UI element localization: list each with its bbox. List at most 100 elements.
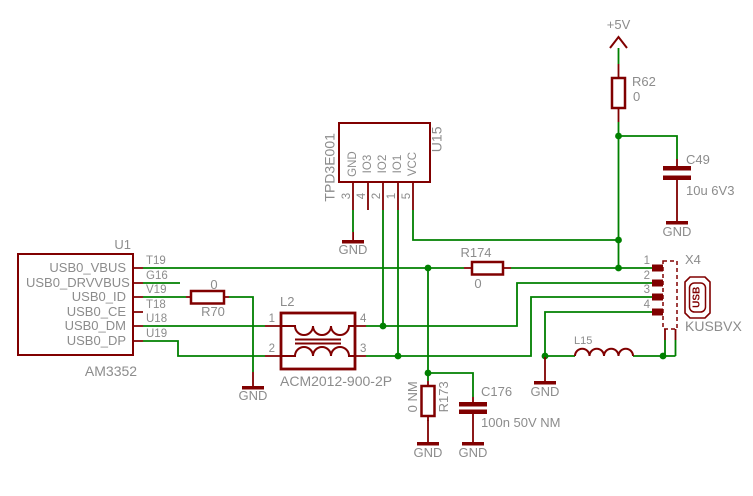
x4-outline bbox=[662, 260, 678, 330]
x4-pad: 3 bbox=[643, 284, 650, 296]
junction-dot bbox=[424, 264, 432, 272]
gnd-lead bbox=[252, 372, 254, 386]
u15-pin-pad: 1 bbox=[385, 192, 398, 200]
u1-pin-pad: U18 bbox=[146, 313, 168, 325]
r62-value: 0 bbox=[633, 89, 641, 104]
u1-pin-name: USB0_DP bbox=[66, 333, 126, 348]
u1-pin-pad: V19 bbox=[146, 284, 167, 296]
plus5v-label: +5V bbox=[606, 17, 631, 32]
x4-pad: 4 bbox=[643, 299, 650, 311]
c176-symbol[interactable] bbox=[459, 397, 487, 442]
u15-pin-pad: 3 bbox=[340, 192, 353, 200]
u1-pin-name: USB0_DM bbox=[64, 318, 126, 333]
junction-dots bbox=[379, 132, 667, 377]
gnd-lead bbox=[352, 232, 354, 240]
net-usb0-id[interactable] bbox=[143, 296, 254, 372]
u1-pin-pad: T18 bbox=[146, 299, 166, 311]
net-vbus[interactable] bbox=[143, 122, 678, 397]
gnd-symbol-id[interactable] bbox=[242, 372, 264, 390]
r70-value: 0 bbox=[210, 277, 218, 292]
gnd-symbol-shield[interactable] bbox=[534, 357, 556, 385]
junction-dot bbox=[615, 236, 622, 244]
gnd-label: GND bbox=[458, 445, 488, 460]
u1-value: AM3352 bbox=[84, 363, 138, 379]
r174-symbol[interactable] bbox=[464, 260, 511, 276]
l2-pad: 4 bbox=[360, 313, 367, 325]
gnd-bar bbox=[242, 386, 264, 390]
u15-ref: U15 bbox=[428, 126, 445, 153]
r62-body bbox=[610, 76, 627, 110]
gnd-bar bbox=[417, 442, 439, 446]
r174-value: 0 bbox=[474, 276, 482, 291]
l2-ref: L2 bbox=[280, 294, 295, 309]
plus5v-arrow-icon bbox=[609, 35, 628, 49]
r70-symbol[interactable] bbox=[186, 289, 229, 305]
l2-pad: 1 bbox=[268, 313, 275, 325]
l2-winding-bottom bbox=[281, 346, 355, 357]
l15-symbol[interactable] bbox=[574, 347, 634, 357]
u15-pin-stubs bbox=[352, 182, 414, 210]
usb-symbol-label: USB bbox=[691, 286, 703, 308]
net-dplus[interactable] bbox=[143, 210, 652, 357]
c49-value: 10u 6V3 bbox=[686, 183, 735, 198]
x4-symbol[interactable] bbox=[652, 260, 711, 340]
junction-dot bbox=[659, 352, 667, 360]
gnd-label: GND bbox=[238, 388, 268, 403]
junction-dot bbox=[394, 352, 402, 360]
u1-ref: U1 bbox=[114, 237, 131, 252]
gnd-symbol-u15[interactable] bbox=[342, 232, 364, 244]
usb-plug-icon bbox=[684, 276, 711, 319]
l2-value: ACM2012-900-2P bbox=[280, 373, 393, 389]
u15-pin-pad: 4 bbox=[355, 192, 368, 200]
gnd-bar bbox=[666, 221, 688, 225]
gnd-symbol-c49[interactable] bbox=[666, 221, 688, 225]
l2-pin-stubs bbox=[265, 325, 366, 357]
c49-ref: C49 bbox=[686, 152, 710, 167]
r62-ref: R62 bbox=[632, 74, 656, 89]
r173-body bbox=[420, 384, 436, 418]
x4-pad-4 bbox=[652, 308, 663, 316]
u15-value: TPD3E001 bbox=[321, 133, 338, 202]
r173-value: 0 NM bbox=[405, 381, 421, 413]
x4-pad-3 bbox=[652, 293, 663, 301]
x4-pads bbox=[652, 264, 663, 316]
gnd-symbol-r173[interactable] bbox=[417, 420, 439, 446]
net-wires bbox=[143, 48, 678, 397]
plus5v-symbol[interactable] bbox=[609, 35, 628, 49]
r62-symbol[interactable] bbox=[610, 64, 627, 122]
u1-pin-stubs bbox=[133, 267, 143, 342]
c49-symbol[interactable] bbox=[663, 159, 691, 221]
r173-ref: R173 bbox=[436, 381, 452, 413]
l2-pad: 2 bbox=[268, 343, 275, 355]
x4-ref: X4 bbox=[685, 252, 701, 267]
junction-dot bbox=[615, 264, 622, 272]
u1-symbol[interactable] bbox=[17, 253, 143, 356]
l15-coil bbox=[574, 347, 634, 357]
u15-pin-pad: 2 bbox=[370, 192, 383, 200]
x4-pad-2 bbox=[652, 279, 663, 287]
gnd-label: GND bbox=[338, 242, 368, 257]
u1-pin-name: USB0_ID bbox=[71, 289, 126, 304]
x4-shield-stubs bbox=[664, 329, 677, 340]
l2-symbol[interactable] bbox=[265, 311, 366, 371]
l2-body bbox=[279, 311, 357, 371]
u1-pin-pad: G16 bbox=[146, 270, 168, 282]
gnd-lead bbox=[427, 420, 429, 442]
r173-symbol[interactable] bbox=[420, 381, 436, 421]
c176-ref: C176 bbox=[481, 384, 513, 399]
u1-pin-pad: U19 bbox=[146, 328, 168, 340]
gnd-bar bbox=[462, 442, 484, 446]
junction-dot bbox=[541, 352, 549, 360]
r70-body bbox=[189, 289, 226, 305]
x4-pad: 2 bbox=[643, 270, 650, 282]
gnd-bar bbox=[534, 381, 556, 385]
l2-core-lines bbox=[295, 338, 341, 345]
x4-pad-1 bbox=[652, 264, 663, 272]
net-dminus[interactable] bbox=[143, 210, 652, 327]
u15-symbol[interactable] bbox=[338, 122, 431, 210]
gnd-label: GND bbox=[413, 445, 443, 460]
gnd-symbol-c176[interactable] bbox=[462, 442, 484, 446]
u15-pin-pad: 5 bbox=[400, 192, 413, 200]
r174-body bbox=[470, 260, 505, 276]
